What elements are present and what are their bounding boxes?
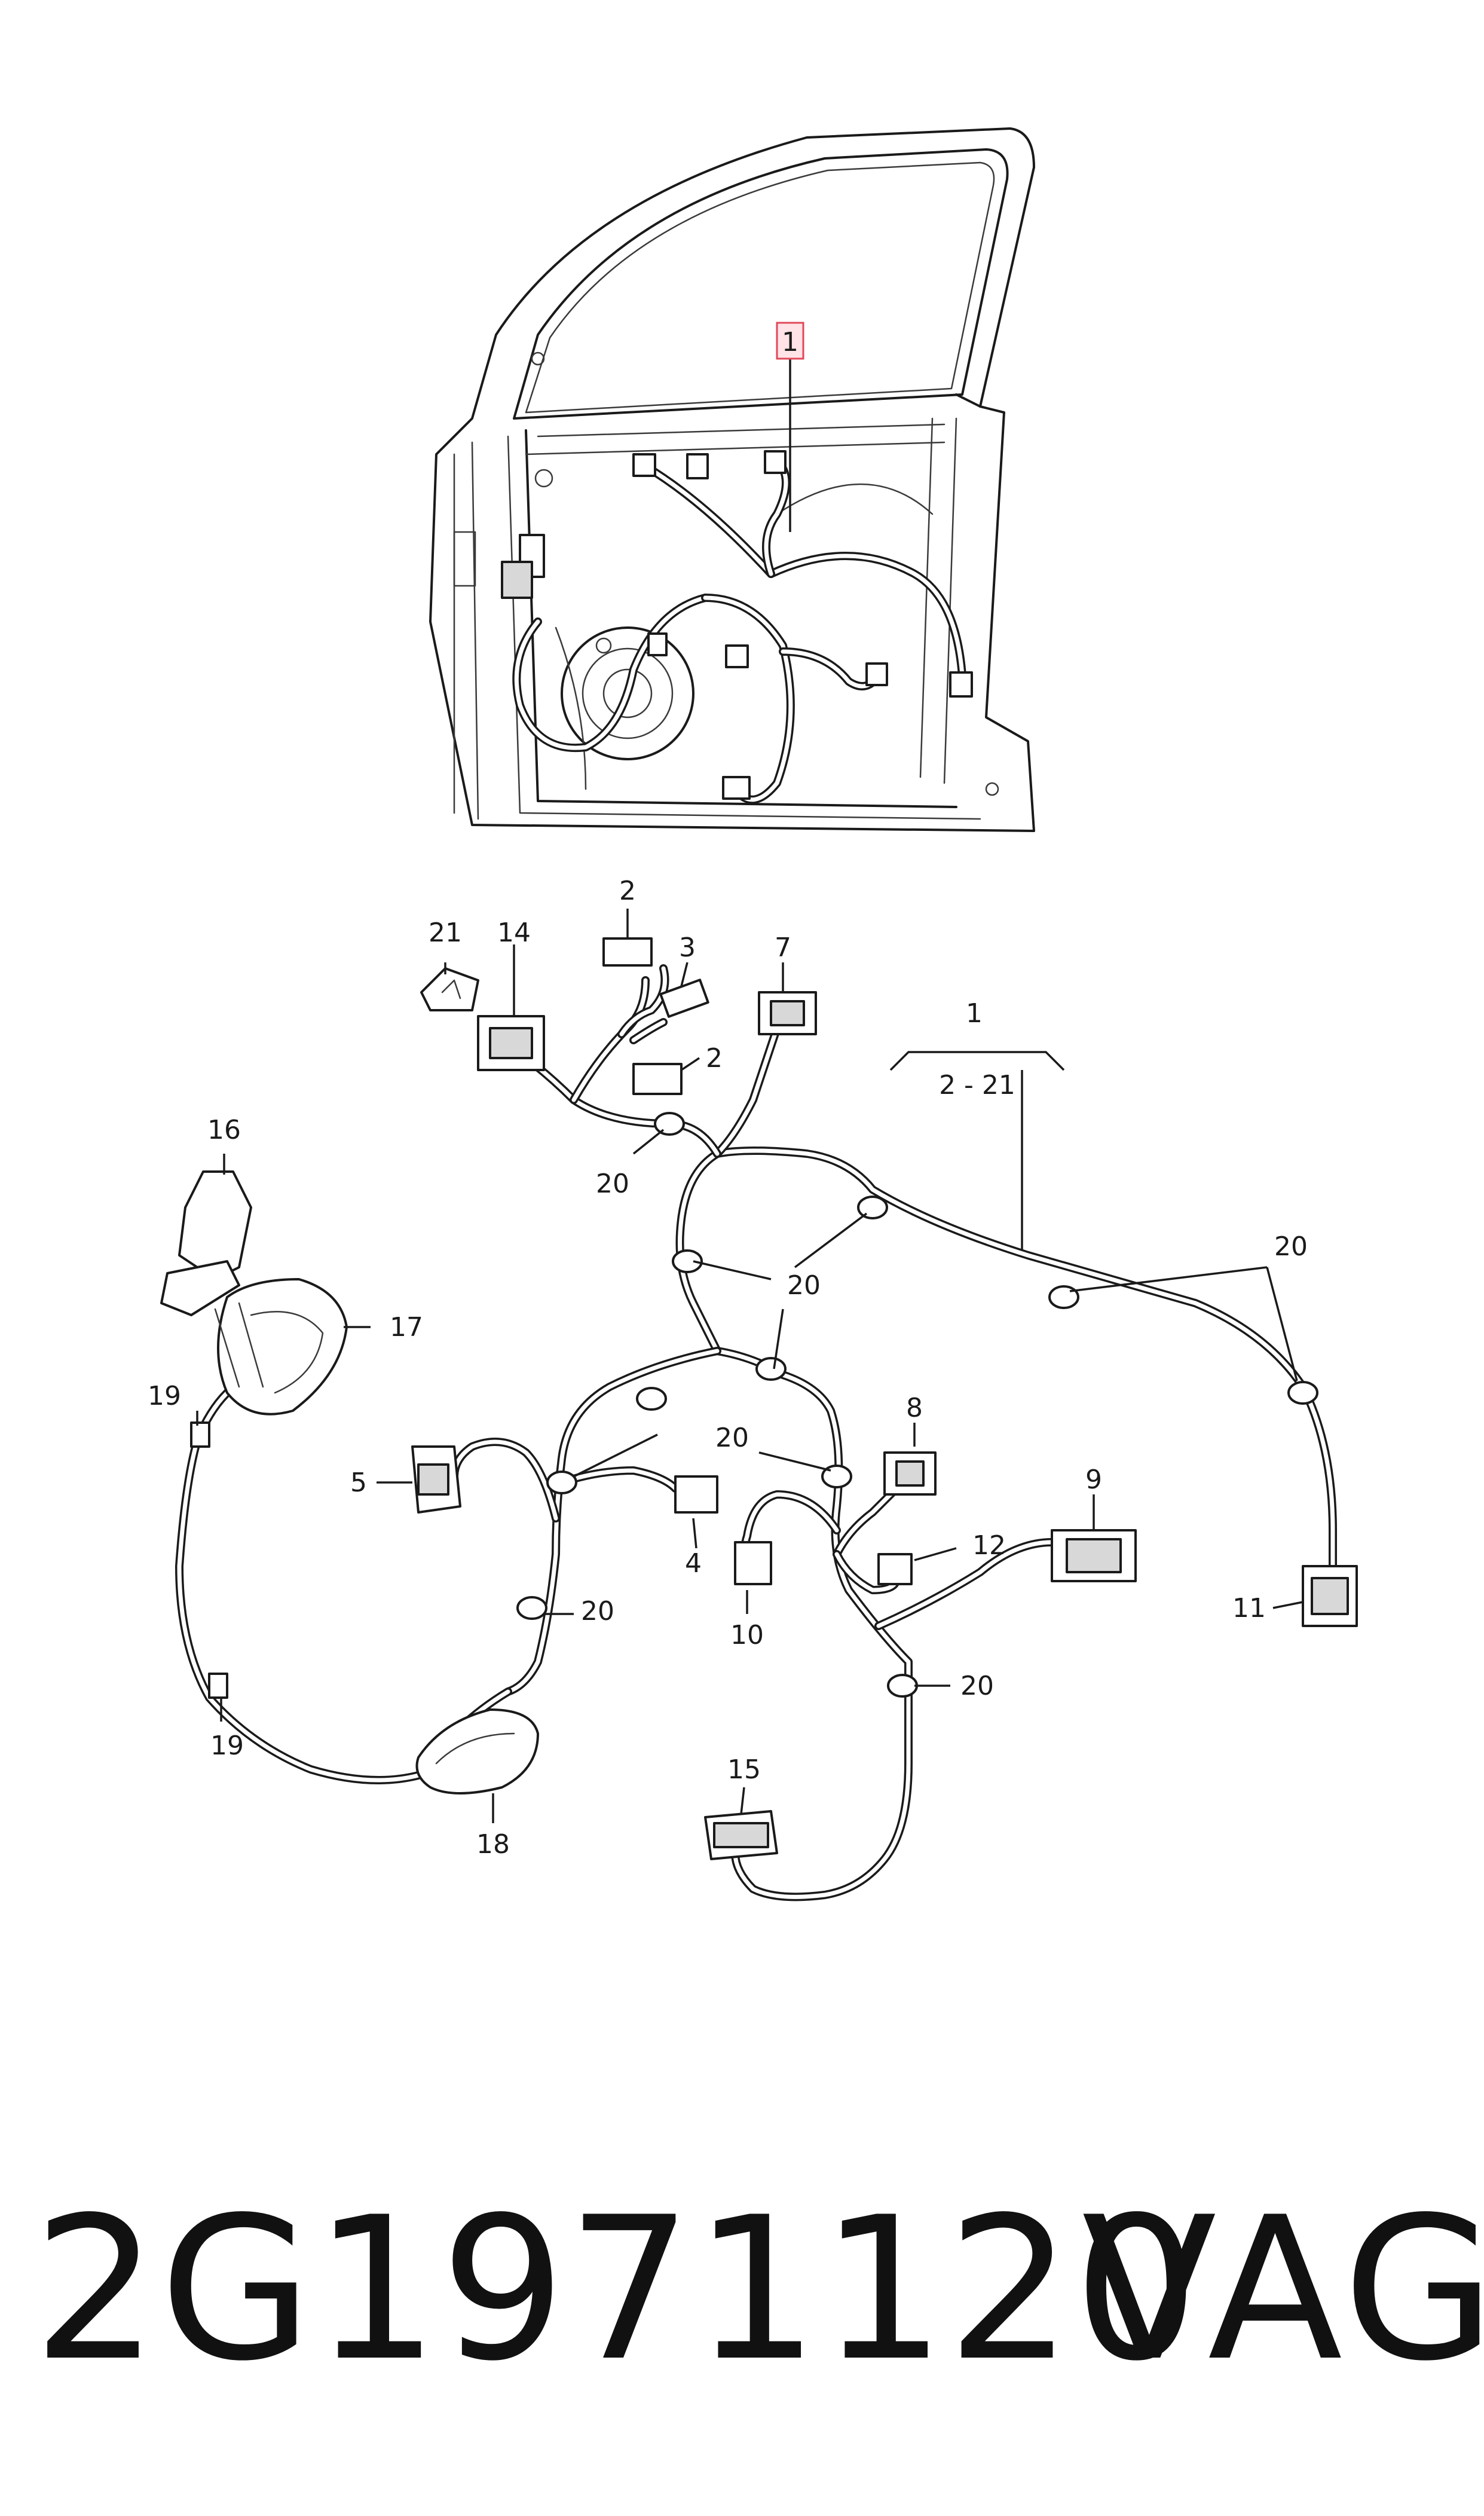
brand-name: VAG [1082, 2175, 1484, 2404]
highlight-label: 1 [782, 327, 798, 357]
harness-assembly: 2 3 7 21 14 2 20 20 20 20 20 20 1 2 - 21… [148, 876, 1358, 1901]
clip-20 [672, 1249, 703, 1273]
callout-1-range: 2 - 21 [939, 1070, 1015, 1100]
callout-20-f: 20 [960, 1671, 994, 1701]
clip-19-lower [208, 1673, 228, 1699]
connector-10 [734, 1541, 772, 1585]
callout-11: 11 [1232, 1593, 1266, 1624]
callout-19-upper: 19 [148, 1381, 181, 1411]
grommet-18 [415, 1708, 539, 1794]
callout-21: 21 [429, 918, 462, 948]
callout-7: 7 [775, 933, 791, 963]
callout-20-e: 20 [581, 1596, 614, 1627]
connector-4 [674, 1475, 718, 1514]
callout-17: 17 [390, 1312, 423, 1343]
callout-3: 3 [679, 933, 696, 963]
clip-20 [1287, 1381, 1318, 1405]
clip-20 [546, 1471, 577, 1494]
clip-19-upper [190, 1421, 210, 1448]
part-number: 2G1971120 [33, 2175, 1201, 2404]
connector-12 [877, 1553, 913, 1585]
connector-2-top [602, 937, 653, 967]
callout-15: 15 [727, 1754, 761, 1785]
callout-2-lower: 2 [706, 1043, 723, 1074]
clip-20 [1048, 1285, 1079, 1309]
callout-5: 5 [350, 1468, 367, 1498]
clip-20 [755, 1357, 787, 1381]
callout-2-top: 2 [619, 876, 636, 906]
callout-12: 12 [972, 1530, 1006, 1561]
clip-20 [516, 1596, 547, 1620]
callout-16: 16 [207, 1115, 241, 1145]
callout-9: 9 [1085, 1465, 1102, 1495]
callout-8: 8 [906, 1393, 923, 1423]
clip-20 [857, 1196, 888, 1219]
grommet-17 [217, 1278, 348, 1416]
callout-20-c: 20 [1274, 1231, 1308, 1262]
callout-18: 18 [476, 1829, 510, 1860]
callout-20-d: 20 [715, 1423, 749, 1453]
callout-20-a: 20 [596, 1169, 629, 1199]
connector-2-lower [632, 1063, 683, 1095]
clip-20 [887, 1674, 918, 1698]
callout-20-b: 20 [787, 1270, 821, 1301]
callout-19-lower: 19 [210, 1731, 244, 1761]
clip-20 [636, 1387, 667, 1411]
highlight-box-1 [776, 322, 804, 360]
callout-4: 4 [685, 1548, 702, 1579]
callout-14: 14 [497, 918, 531, 948]
callout-10: 10 [730, 1620, 764, 1650]
clip-20 [654, 1112, 685, 1136]
door-illustration: 1 [429, 127, 1035, 832]
callout-1: 1 [966, 998, 983, 1029]
wiring-harness-diagram: 1 [148, 127, 1358, 1901]
connector-21 [420, 967, 479, 1011]
connector-3 [659, 979, 709, 1018]
